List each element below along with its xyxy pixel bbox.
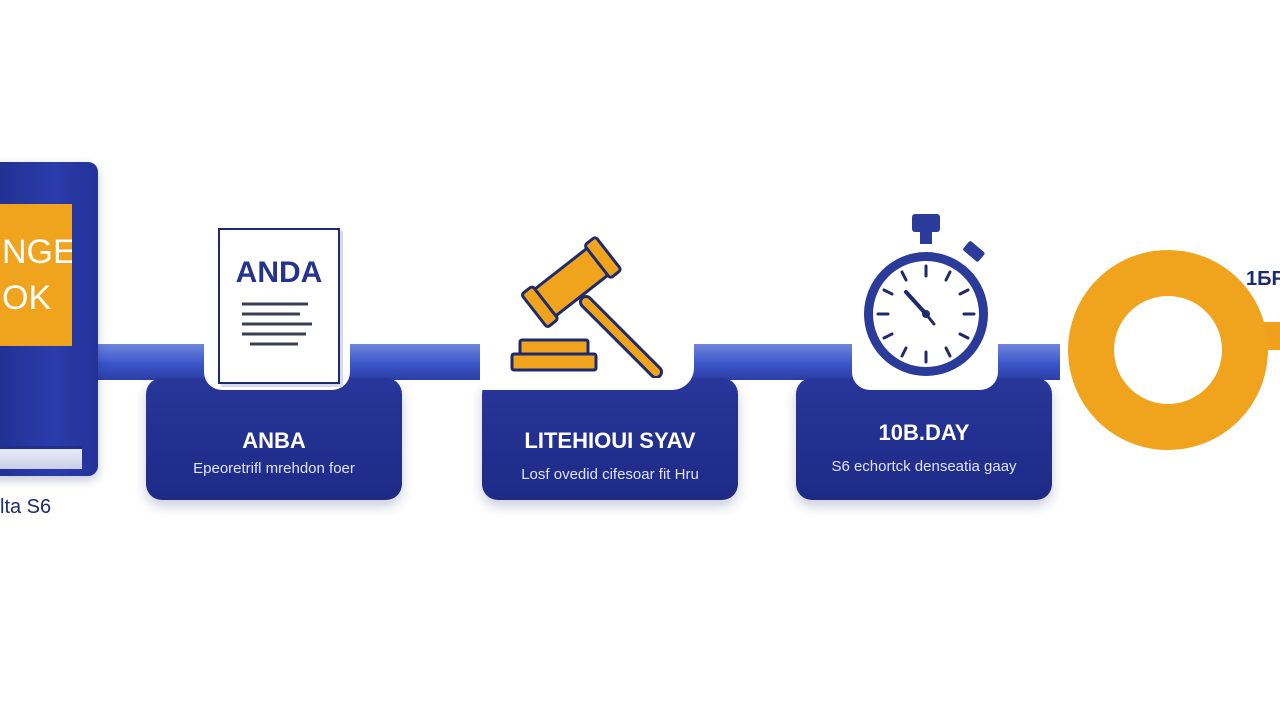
book-cover-label: NGE OK: [0, 204, 72, 346]
step-3-title: 10B.DAY: [878, 420, 970, 445]
step-1-description: Epeoretrifl mrehdon foer: [193, 460, 355, 477]
step-panel-3: [796, 378, 1052, 500]
step-2-title: LITEHIOUI SYAV: [524, 428, 696, 453]
book-caption: lta S6: [0, 496, 52, 518]
step-2-description: Losf ovedid cifesoar fit Hru: [521, 466, 699, 483]
step-1-title: ANBA: [242, 428, 306, 453]
document-icon-text: ANDA: [235, 256, 323, 289]
step-panel-2: [482, 378, 738, 500]
book-label-line2: OK: [2, 279, 52, 317]
gavel-icon: [510, 236, 663, 378]
document-icon: [218, 228, 340, 384]
book-label-line1: NGE: [2, 233, 72, 271]
step-panel-1: [146, 378, 402, 500]
book-pages: [0, 446, 82, 469]
orange-ring-icon: [1068, 250, 1268, 450]
step-3-description: S6 echortck denseatia gaay: [831, 458, 1017, 475]
end-marker-text: 1БF: [1246, 268, 1280, 290]
stopwatch-icon: [864, 214, 988, 376]
